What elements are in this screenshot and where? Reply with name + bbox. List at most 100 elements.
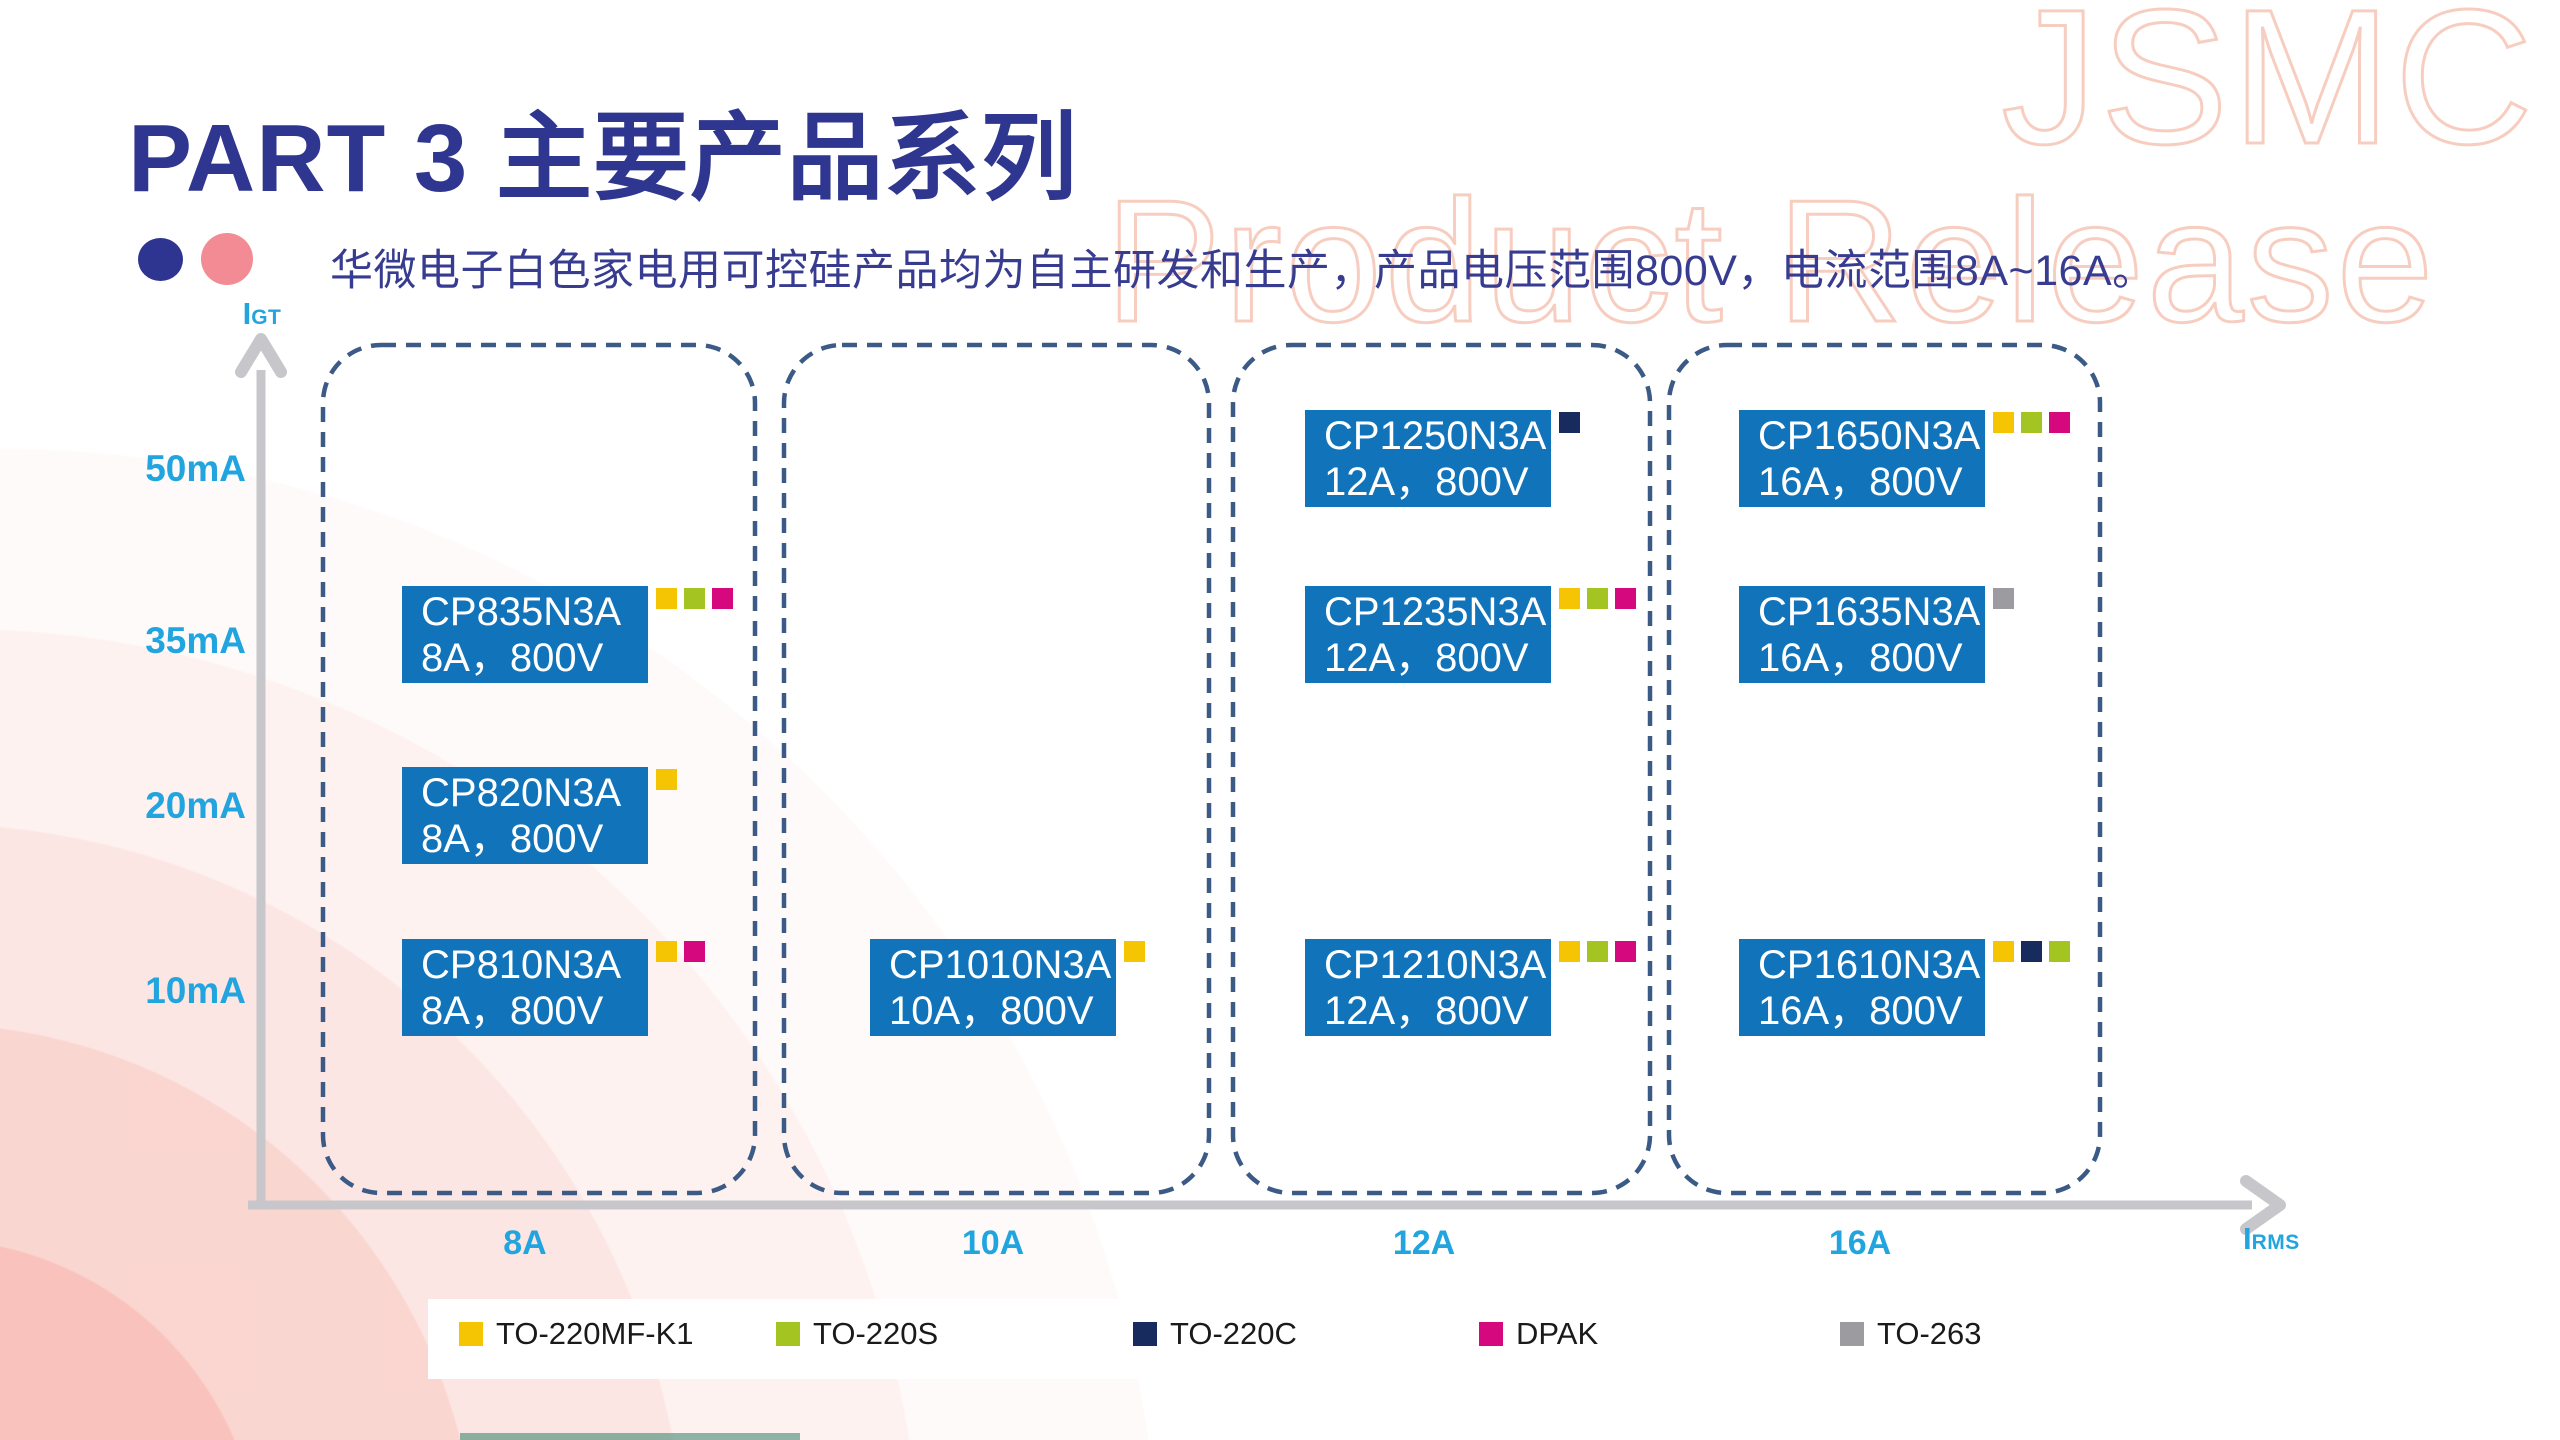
legend-label: TO-220MF-K1 — [496, 1316, 694, 1351]
package-indicators-CP810N3A — [656, 941, 705, 962]
legend-label: TO-220S — [813, 1316, 939, 1351]
product-spec: 12A，800V — [1324, 636, 1529, 680]
bottom-edge-accent-bar — [460, 1433, 800, 1440]
legend-square-TO-263 — [1840, 1322, 1864, 1346]
package-indicators-CP1210N3A — [1559, 941, 1636, 962]
product-name: CP1010N3A — [889, 943, 1112, 987]
y-axis-arrow-icon — [235, 333, 287, 378]
x-axis-arrow-icon — [2240, 1175, 2286, 1235]
package-square-DPAK — [1615, 588, 1636, 609]
x-tick-12A: 12A — [1392, 1224, 1456, 1262]
package-indicators-CP835N3A — [656, 588, 733, 609]
package-square-TO-220MF-K1 — [656, 941, 677, 962]
group-outline-16A — [1666, 342, 2103, 1196]
x-tick-8A: 8A — [503, 1224, 547, 1262]
product-spec: 16A，800V — [1758, 460, 1963, 504]
product-name: CP1635N3A — [1758, 590, 1981, 634]
product-spec: 8A，800V — [421, 817, 604, 861]
package-square-TO-220MF-K1 — [656, 588, 677, 609]
y-tick-20mA: 20mA — [145, 785, 246, 826]
product-name: CP835N3A — [421, 590, 622, 634]
package-indicators-CP1235N3A — [1559, 588, 1636, 609]
legend-item-TO-263: TO-263 — [1840, 1316, 1982, 1352]
slide-subtitle: 华微电子白色家电用可控硅产品均为自主研发和生产，产品电压范围800V，电流范围8… — [330, 247, 2156, 295]
package-square-TO-220S — [684, 588, 705, 609]
package-indicators-CP1610N3A — [1993, 941, 2070, 962]
legend-square-TO-220S — [776, 1322, 800, 1346]
legend-label: DPAK — [1516, 1316, 1599, 1351]
product-name: CP1250N3A — [1324, 414, 1547, 458]
product-name: CP810N3A — [421, 943, 622, 987]
product-name: CP1650N3A — [1758, 414, 1981, 458]
group-outline-8A — [320, 342, 758, 1196]
legend-item-DPAK: DPAK — [1479, 1316, 1598, 1352]
product-name: CP1210N3A — [1324, 943, 1547, 987]
product-name: CP1610N3A — [1758, 943, 1981, 987]
package-square-DPAK — [1615, 941, 1636, 962]
package-square-TO-220S — [1587, 941, 1608, 962]
legend-background-band — [428, 1299, 2056, 1379]
package-square-DPAK — [2049, 412, 2070, 433]
group-outline-12A — [1230, 342, 1653, 1196]
x-tick-16A: 16A — [1828, 1224, 1892, 1262]
package-square-DPAK — [684, 941, 705, 962]
legend-label: TO-220C — [1170, 1316, 1297, 1351]
package-square-TO-220MF-K1 — [1124, 941, 1145, 962]
y-tick-50mA: 50mA — [145, 448, 246, 489]
legend-square-DPAK — [1479, 1322, 1503, 1346]
package-square-TO-263 — [1993, 588, 2014, 609]
product-name: CP1235N3A — [1324, 590, 1547, 634]
package-square-TO-220MF-K1 — [1993, 412, 2014, 433]
legend-item-TO-220MF-K1: TO-220MF-K1 — [459, 1316, 694, 1352]
y-axis-title: IGT — [242, 296, 282, 331]
package-indicators-CP1010N3A — [1124, 941, 1145, 962]
package-square-DPAK — [712, 588, 733, 609]
package-square-TO-220S — [2021, 412, 2042, 433]
product-spec: 8A，800V — [421, 989, 604, 1033]
package-square-TO-220MF-K1 — [1559, 588, 1580, 609]
package-indicators-CP820N3A — [656, 769, 677, 790]
package-square-TO-220C — [1559, 412, 1580, 433]
package-square-TO-220S — [1587, 588, 1608, 609]
package-square-TO-220C — [2021, 941, 2042, 962]
navy-bullet-dot-icon — [138, 238, 183, 281]
legend-square-TO-220MF-K1 — [459, 1322, 483, 1346]
group-outline-10A — [781, 342, 1212, 1196]
x-axis-title: IRMS — [2243, 1221, 2300, 1256]
y-tick-35mA: 35mA — [145, 620, 246, 661]
product-spec: 16A，800V — [1758, 636, 1963, 680]
legend-item-TO-220C: TO-220C — [1133, 1316, 1297, 1352]
product-spec: 8A，800V — [421, 636, 604, 680]
package-square-TO-220MF-K1 — [1993, 941, 2014, 962]
package-square-TO-220MF-K1 — [1559, 941, 1580, 962]
product-spec: 12A，800V — [1324, 989, 1529, 1033]
package-square-TO-220MF-K1 — [656, 769, 677, 790]
y-tick-10mA: 10mA — [145, 970, 246, 1011]
pink-bullet-dot-icon — [201, 233, 253, 285]
legend-item-TO-220S: TO-220S — [776, 1316, 938, 1352]
product-spec: 10A，800V — [889, 989, 1094, 1033]
legend-square-TO-220C — [1133, 1322, 1157, 1346]
product-name: CP820N3A — [421, 771, 622, 815]
page-title: PART 3 主要产品系列 — [128, 105, 1078, 212]
x-tick-10A: 10A — [961, 1224, 1025, 1262]
package-indicators-CP1250N3A — [1559, 412, 1580, 433]
product-spec: 12A，800V — [1324, 460, 1529, 504]
watermark-product-release: Product Release — [1103, 162, 2437, 360]
legend-label: TO-263 — [1877, 1316, 1982, 1351]
watermark-jsmc: JSMC — [2000, 0, 2536, 186]
package-square-TO-220S — [2049, 941, 2070, 962]
product-group-outlines — [320, 342, 2103, 1196]
